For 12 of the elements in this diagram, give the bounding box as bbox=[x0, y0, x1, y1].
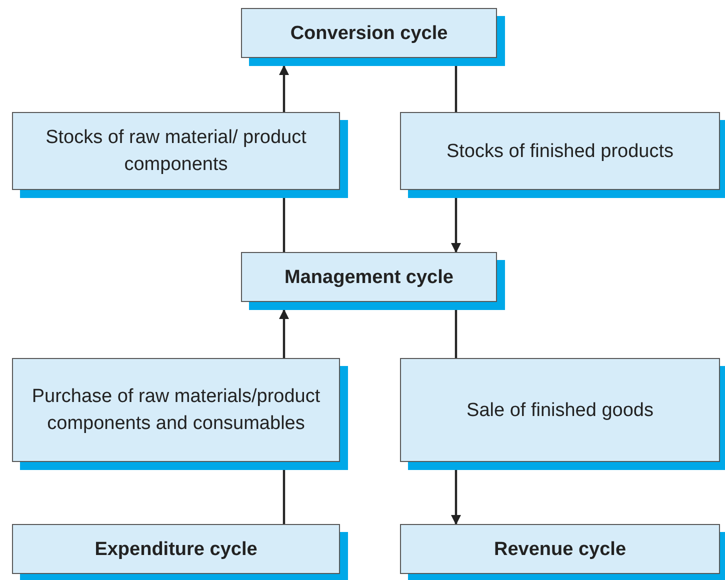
arrow bbox=[279, 309, 289, 358]
box-label: Stocks of raw material/ product components bbox=[44, 126, 308, 177]
box-label: Sale of finished goods bbox=[466, 398, 654, 422]
box-label: Expenditure cycle bbox=[94, 538, 258, 562]
box-label: Purchase of raw materials/product components and consumables bbox=[30, 385, 322, 436]
box-label: Conversion cycle bbox=[290, 22, 448, 46]
box-label: Revenue cycle bbox=[494, 538, 626, 562]
box-label: Stocks of finished products bbox=[446, 140, 674, 164]
connector-line bbox=[282, 198, 286, 252]
arrow bbox=[279, 65, 289, 112]
connector-line bbox=[282, 470, 286, 524]
box-label: Management cycle bbox=[284, 266, 454, 290]
